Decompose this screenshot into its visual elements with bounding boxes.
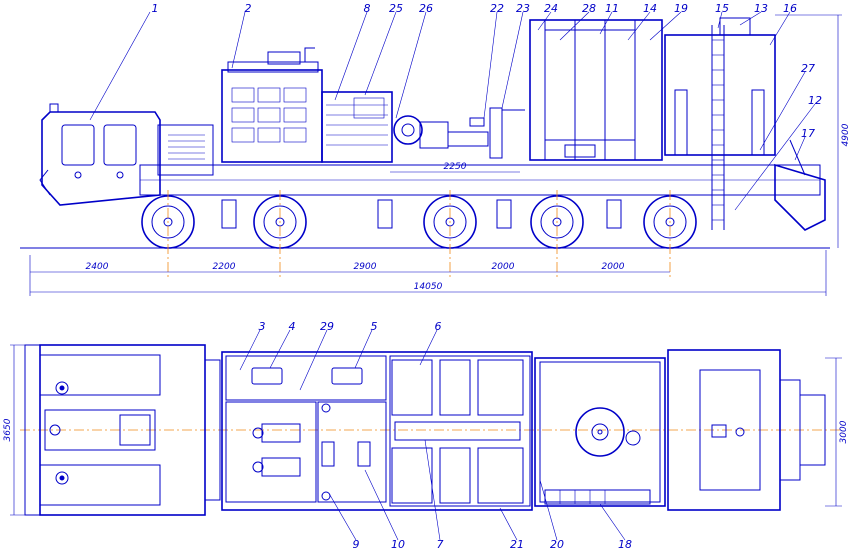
svg-text:19: 19: [674, 2, 688, 15]
svg-text:16: 16: [783, 2, 797, 15]
dim-width-3000: 3000: [839, 420, 849, 443]
callout: 18: [599, 503, 632, 551]
svg-text:26: 26: [419, 2, 433, 15]
callout: 5: [354, 320, 378, 369]
svg-text:5: 5: [371, 320, 378, 333]
svg-text:2: 2: [245, 2, 252, 15]
side-view-dimensions: 2400 2200 2900 2000 2000 14050 2250 4900: [86, 123, 851, 292]
side-view-callouts: 1 2 8 25 26 22 23 24 28 11 14 19 15 13 1…: [89, 2, 822, 211]
dim-2000-a: 2000: [492, 262, 515, 272]
svg-text:1: 1: [152, 2, 159, 15]
callout: 11: [599, 2, 619, 35]
svg-text:4: 4: [289, 320, 296, 333]
svg-text:20: 20: [550, 538, 564, 551]
svg-text:23: 23: [516, 2, 530, 15]
callout: 12: [734, 94, 822, 211]
svg-text:14: 14: [643, 2, 657, 15]
callout: 2: [231, 2, 252, 69]
callout: 19: [649, 2, 688, 41]
side-view-wheels: [141, 195, 697, 249]
svg-text:9: 9: [353, 538, 360, 551]
callout: 21: [499, 507, 524, 551]
callout: 7: [424, 439, 444, 551]
callout: 15: [715, 2, 729, 29]
svg-text:12: 12: [808, 94, 822, 107]
callout: 9: [329, 494, 360, 551]
svg-text:13: 13: [754, 2, 768, 15]
dim-2400: 2400: [86, 262, 109, 272]
svg-text:18: 18: [618, 538, 632, 551]
dim-overall-length: 14050: [414, 282, 443, 292]
callout: 23: [501, 2, 530, 109]
dim-height: 4900: [841, 123, 851, 146]
callout: 25: [364, 2, 403, 96]
callout: 20: [539, 479, 564, 551]
svg-text:3: 3: [259, 320, 266, 333]
callout: 10: [364, 469, 405, 551]
callout: 14: [627, 2, 657, 41]
svg-text:24: 24: [544, 2, 558, 15]
callout: 1: [89, 2, 159, 121]
callout: 17: [794, 127, 815, 161]
svg-text:21: 21: [510, 538, 524, 551]
svg-text:27: 27: [801, 62, 815, 75]
side-view: 2400 2200 2900 2000 2000 14050 2250 4900…: [20, 2, 851, 296]
callout: 8: [334, 2, 371, 101]
dim-2000-b: 2000: [602, 262, 625, 272]
callout: 26: [395, 2, 433, 119]
svg-text:6: 6: [435, 320, 442, 333]
top-view-callouts: 3 4 29 5 6: [239, 320, 442, 391]
dim-width-3650: 3650: [3, 418, 13, 441]
callout: 29: [299, 320, 334, 391]
top-view: 3650 3000 3 4 29 5 6 9 10 7 21 20 18: [3, 320, 849, 551]
dim-2200: 2200: [213, 262, 236, 272]
svg-text:25: 25: [389, 2, 403, 15]
dim-inner-2250: 2250: [444, 162, 467, 172]
svg-text:28: 28: [582, 2, 596, 15]
svg-text:8: 8: [364, 2, 371, 15]
svg-text:7: 7: [437, 538, 444, 551]
svg-text:29: 29: [320, 320, 334, 333]
callout: 27: [759, 62, 815, 151]
top-view-callouts-bottom: 9 10 7 21 20 18: [329, 439, 632, 551]
callout: 16: [769, 2, 797, 46]
callout: 3: [239, 320, 266, 371]
dim-2900: 2900: [354, 262, 377, 272]
callout: 22: [483, 2, 504, 119]
svg-text:11: 11: [605, 2, 619, 15]
svg-text:10: 10: [391, 538, 405, 551]
callout: 24: [537, 2, 558, 31]
svg-text:15: 15: [715, 2, 729, 15]
callout: 28: [559, 2, 596, 41]
callout: 6: [419, 320, 442, 366]
callout: 13: [739, 2, 768, 26]
callout: 4: [269, 320, 296, 369]
svg-text:22: 22: [490, 2, 504, 15]
svg-text:17: 17: [801, 127, 815, 140]
